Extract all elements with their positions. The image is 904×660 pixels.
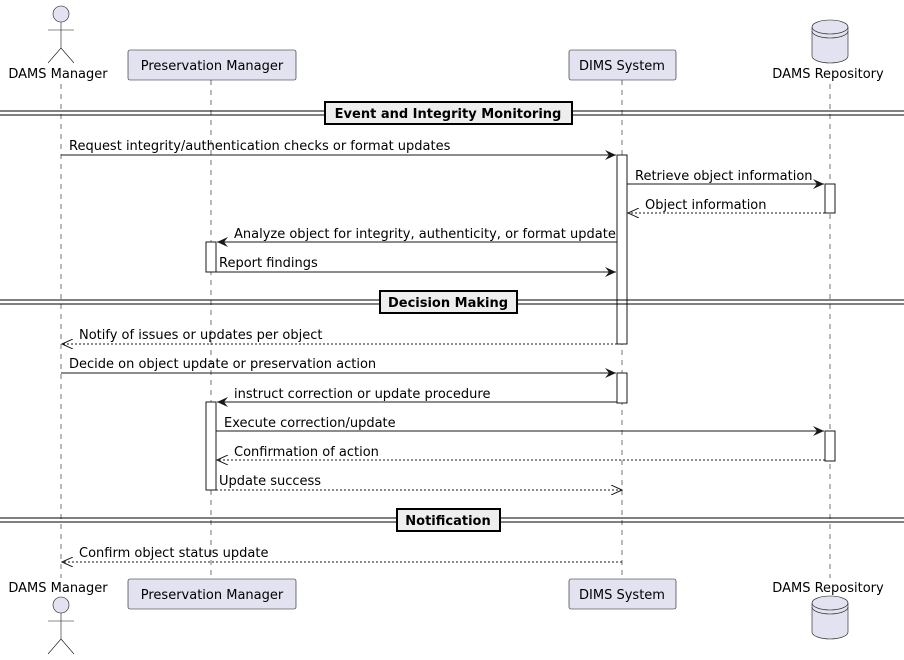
participant-label-dams-manager-top: DAMS Manager xyxy=(8,67,108,82)
message-label-m10: Confirmation of action xyxy=(234,445,379,460)
database-dams-repository-bottom-icon xyxy=(811,595,849,640)
actor-dams-manager-top-icon xyxy=(47,5,75,64)
participant-label-dims-system-bottom: DIMS System xyxy=(579,588,665,603)
divider-label-decision-making: Decision Making xyxy=(388,296,508,311)
message-label-m7: Decide on object update or preservation … xyxy=(69,357,376,372)
activation-dims-system-2 xyxy=(616,372,628,404)
actor-dams-manager-bottom-icon xyxy=(47,596,75,655)
participant-label-dims-system-top: DIMS System xyxy=(579,59,665,74)
divider-event-monitoring: Event and Integrity Monitoring xyxy=(0,101,904,125)
message-label-m9: Execute correction/update xyxy=(224,416,396,431)
message-label-m8: instruct correction or update procedure xyxy=(234,387,490,402)
activation-preservation-manager-2 xyxy=(205,401,217,491)
participant-label-preservation-manager-bottom: Preservation Manager xyxy=(141,588,284,603)
participant-label-dams-repository-top: DAMS Repository xyxy=(772,67,884,82)
activation-dams-repository-1 xyxy=(824,183,836,214)
message-label-m11: Update success xyxy=(219,474,321,489)
activation-preservation-manager-1 xyxy=(205,241,217,273)
activation-dims-system-1 xyxy=(616,154,628,345)
message-label-m5: Report findings xyxy=(219,256,318,271)
participant-label-dams-repository-bottom: DAMS Repository xyxy=(772,581,884,596)
divider-decision-making: Decision Making xyxy=(0,290,904,314)
participant-box-preservation-manager-bottom xyxy=(127,578,297,610)
message-label-m1: Request integrity/authentication checks … xyxy=(69,139,451,154)
participant-label-dams-manager-bottom: DAMS Manager xyxy=(8,581,108,596)
activation-dams-repository-2 xyxy=(824,430,836,462)
participant-box-dims-system-bottom xyxy=(568,578,677,610)
database-dams-repository-top-icon xyxy=(811,19,849,64)
message-label-m12: Confirm object status update xyxy=(79,546,268,561)
message-label-m3: Object information xyxy=(645,198,767,213)
divider-notification: Notification xyxy=(0,508,904,532)
participant-box-dims-system-top xyxy=(568,49,677,81)
message-label-m6: Notify of issues or updates per object xyxy=(79,328,322,343)
participant-label-preservation-manager-top: Preservation Manager xyxy=(141,59,284,74)
message-label-m4: Analyze object for integrity, authentici… xyxy=(234,227,616,242)
message-label-m2: Retrieve object information xyxy=(635,169,813,184)
divider-label-event-monitoring: Event and Integrity Monitoring xyxy=(335,107,562,122)
participant-box-preservation-manager-top xyxy=(127,49,297,81)
divider-label-notification: Notification xyxy=(405,514,490,529)
